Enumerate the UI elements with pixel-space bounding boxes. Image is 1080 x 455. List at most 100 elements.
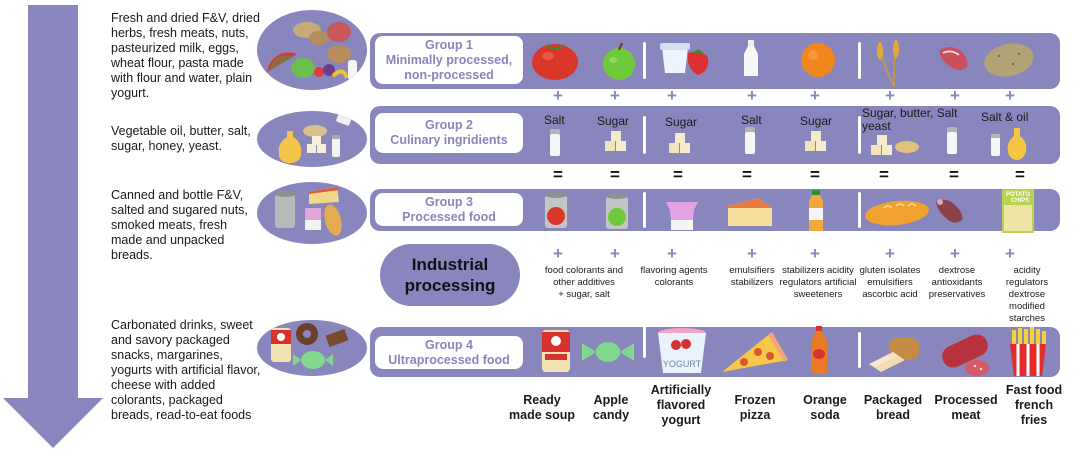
additive-label: acidity regulators dextrose modified sta… bbox=[1002, 265, 1052, 325]
group3-description: Canned and bottle F&V, salted and sugare… bbox=[111, 188, 248, 262]
group2-separator-b bbox=[858, 116, 861, 154]
additive-line: stabilizers acidity bbox=[782, 265, 854, 276]
plus-sign: + bbox=[1005, 244, 1015, 263]
additive-line: dextrose bbox=[1008, 289, 1046, 300]
pizza-icon bbox=[720, 330, 790, 374]
group1-subtitle-line1: Minimally processed, bbox=[385, 52, 513, 67]
product-line: flavored bbox=[656, 398, 706, 412]
sugar-cubes-icon bbox=[805, 131, 827, 153]
group4-food-collage bbox=[257, 320, 367, 376]
plus-sign: + bbox=[610, 244, 620, 263]
product-line: meat bbox=[951, 408, 981, 422]
product-label: Orange soda bbox=[785, 393, 865, 423]
additive-line: regulators artificial bbox=[779, 277, 857, 288]
product-line: bread bbox=[875, 408, 911, 422]
group3-separator-a bbox=[643, 192, 646, 228]
ingredient-label-sugar: Sugar bbox=[665, 115, 698, 129]
group2-label: Group 2 Culinary ingridients bbox=[375, 113, 523, 153]
product-label: Packaged bread bbox=[853, 393, 933, 423]
group2-separator-a bbox=[643, 116, 646, 154]
baguette-icon bbox=[864, 198, 930, 228]
equals-sign: = bbox=[673, 165, 683, 184]
additive-line: acidity bbox=[1013, 265, 1041, 276]
product-label: Fast food french fries bbox=[994, 383, 1074, 428]
processing-arrow-head bbox=[3, 398, 103, 448]
plus-sign: + bbox=[553, 86, 563, 105]
plus-sign: + bbox=[667, 244, 677, 263]
additive-line: + sugar, salt bbox=[558, 289, 610, 300]
additive-label: dextrose antioxidants preservatives bbox=[924, 265, 990, 301]
plus-sign: + bbox=[950, 86, 960, 105]
salami-icon bbox=[937, 330, 993, 378]
salt-shaker-icon bbox=[744, 127, 756, 155]
yogurt-text: YOGURT bbox=[663, 359, 702, 369]
orange-icon bbox=[799, 41, 837, 79]
product-line: candy bbox=[592, 408, 630, 422]
product-line: yogurt bbox=[661, 413, 701, 427]
potato-chips-icon: POTATO CHIPS bbox=[1002, 189, 1034, 233]
additive-line: regulators bbox=[1005, 277, 1049, 288]
ingredient-label-salt-oil: Salt & oil bbox=[981, 110, 1029, 124]
chips-label-1: POTATO bbox=[1006, 192, 1030, 198]
product-label: Frozen pizza bbox=[715, 393, 795, 423]
sliced-bread-icon bbox=[867, 334, 923, 374]
tomato-icon bbox=[530, 36, 580, 82]
plus-sign: + bbox=[553, 244, 563, 263]
additive-line: modified bbox=[1009, 301, 1045, 312]
product-line: Fast food bbox=[1005, 383, 1063, 397]
additive-label: stabilizers acidity regulators artificia… bbox=[778, 265, 858, 301]
product-line: fries bbox=[1020, 413, 1048, 427]
equals-sign: = bbox=[553, 165, 563, 184]
ingredient-label-line: Sugar, butter, Salt bbox=[862, 106, 958, 120]
group2-subtitle: Culinary ingridients bbox=[390, 133, 508, 147]
product-line: Apple bbox=[593, 393, 629, 407]
product-label: Ready made soup bbox=[502, 393, 582, 423]
steak-icon bbox=[937, 43, 971, 73]
product-line: pizza bbox=[739, 408, 771, 422]
additive-line: food colorants and bbox=[544, 265, 624, 276]
group3-title: Group 3 bbox=[425, 194, 473, 209]
group3-subtitle: Processed food bbox=[402, 209, 496, 224]
industrial-processing-badge: Industrial processing bbox=[380, 244, 520, 306]
french-fries-icon bbox=[1006, 326, 1050, 378]
group3-food-collage bbox=[257, 182, 367, 244]
product-label: Processed meat bbox=[926, 393, 1006, 423]
product-line: Ready bbox=[523, 393, 561, 407]
sugar-cubes-icon bbox=[605, 131, 627, 153]
plus-sign: + bbox=[1005, 86, 1015, 105]
product-line: Frozen bbox=[734, 393, 776, 407]
potato-icon bbox=[983, 42, 1035, 78]
additive-line: starches bbox=[1009, 313, 1045, 324]
additive-line: sweeteners bbox=[793, 289, 843, 300]
equals-sign: = bbox=[879, 165, 889, 184]
yogurt-strawberry-icon bbox=[658, 39, 716, 79]
additive-line: stabilizers bbox=[730, 277, 774, 288]
product-line: Processed bbox=[934, 393, 998, 407]
additive-label: flavoring agents colorants bbox=[629, 265, 719, 289]
ingredient-label-sugar: Sugar bbox=[597, 114, 630, 128]
salt-shaker-icon bbox=[946, 127, 958, 155]
additive-line: emulsifiers bbox=[729, 265, 775, 276]
plus-sign: + bbox=[747, 244, 757, 263]
additive-line: colorants bbox=[654, 277, 694, 288]
group1-separator-a bbox=[643, 42, 646, 79]
salt-shaker-icon bbox=[549, 129, 561, 157]
processing-arrow-shaft bbox=[28, 5, 78, 400]
additive-line: dextrose bbox=[938, 265, 976, 276]
product-line: made soup bbox=[509, 408, 575, 422]
equals-sign: = bbox=[949, 165, 959, 184]
ingredient-label-salt: Salt bbox=[544, 113, 565, 127]
group4-title: Group 4 bbox=[425, 337, 473, 352]
group2-food-collage bbox=[257, 111, 367, 167]
group3-separator-b bbox=[858, 192, 861, 228]
additive-label: gluten isolates emulsifiers ascorbic aci… bbox=[855, 265, 925, 301]
group2-title: Group 2 bbox=[425, 118, 473, 132]
group1-title: Group 1 bbox=[425, 37, 473, 52]
wheat-icon bbox=[874, 39, 904, 87]
additive-line: emulsifiers bbox=[867, 277, 913, 288]
additive-line: preservatives bbox=[928, 289, 986, 300]
plus-sign: + bbox=[747, 86, 757, 105]
group4-subtitle: Ultraprocessed food bbox=[388, 352, 510, 367]
additive-line: antioxidants bbox=[931, 277, 983, 288]
plus-sign: + bbox=[810, 86, 820, 105]
